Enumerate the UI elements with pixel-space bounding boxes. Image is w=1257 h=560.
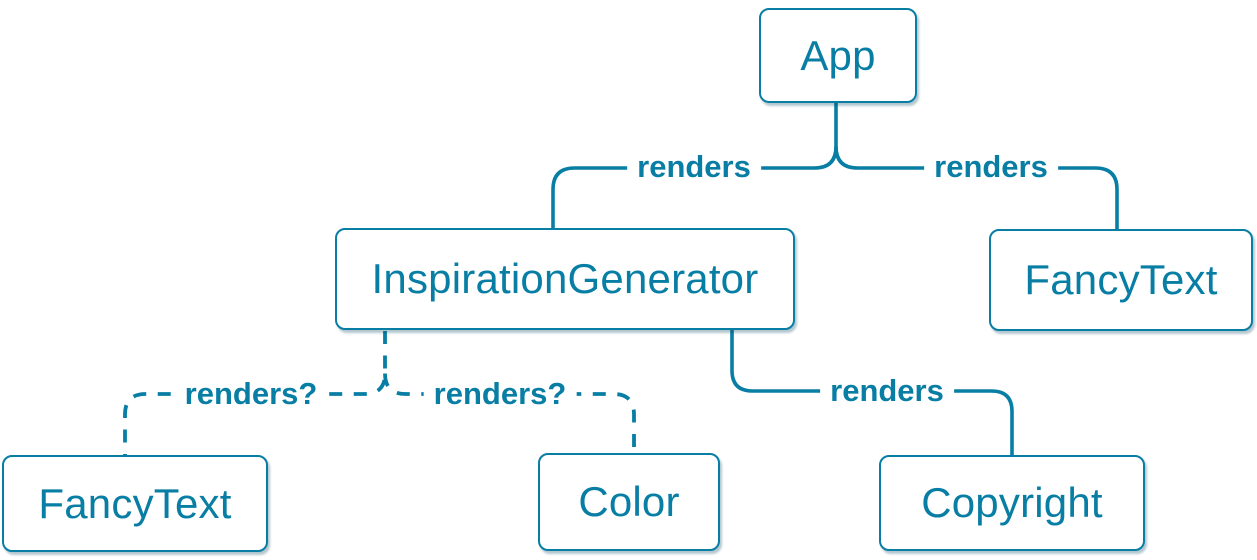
node-color: Color	[538, 453, 720, 551]
edge-app-to-fancytext-line	[834, 146, 1119, 231]
node-inspiration-generator: InspirationGenerator	[335, 228, 795, 330]
node-fancy-text-bottom: FancyText	[2, 455, 268, 552]
edge-label-renders-optional-fancytext: renders?	[174, 375, 328, 413]
node-fancy-text-bottom-label: FancyText	[38, 479, 232, 527]
node-fancy-text-top-label: FancyText	[1024, 256, 1218, 303]
node-app-label: App	[800, 31, 876, 79]
node-copyright: Copyright	[879, 455, 1145, 551]
edge-label-renders-app-fancytext: renders	[924, 148, 1058, 186]
node-inspiration-generator-label: InspirationGenerator	[371, 255, 759, 302]
edge-inspirationgenerator-to-fancytext-dashed-line	[123, 331, 387, 456]
edge-label-renders-optional-color: renders?	[423, 375, 577, 413]
edge-inspirationgenerator-to-color-dashed-line	[383, 373, 636, 454]
node-color-label: Color	[578, 478, 680, 525]
node-app: App	[759, 8, 917, 103]
edge-label-renders-inspirationgenerator-copyright: renders	[820, 372, 954, 410]
node-copyright-label: Copyright	[921, 479, 1103, 526]
edge-label-renders-app-inspirationgenerator: renders	[627, 148, 761, 186]
node-fancy-text-top: FancyText	[989, 229, 1253, 331]
